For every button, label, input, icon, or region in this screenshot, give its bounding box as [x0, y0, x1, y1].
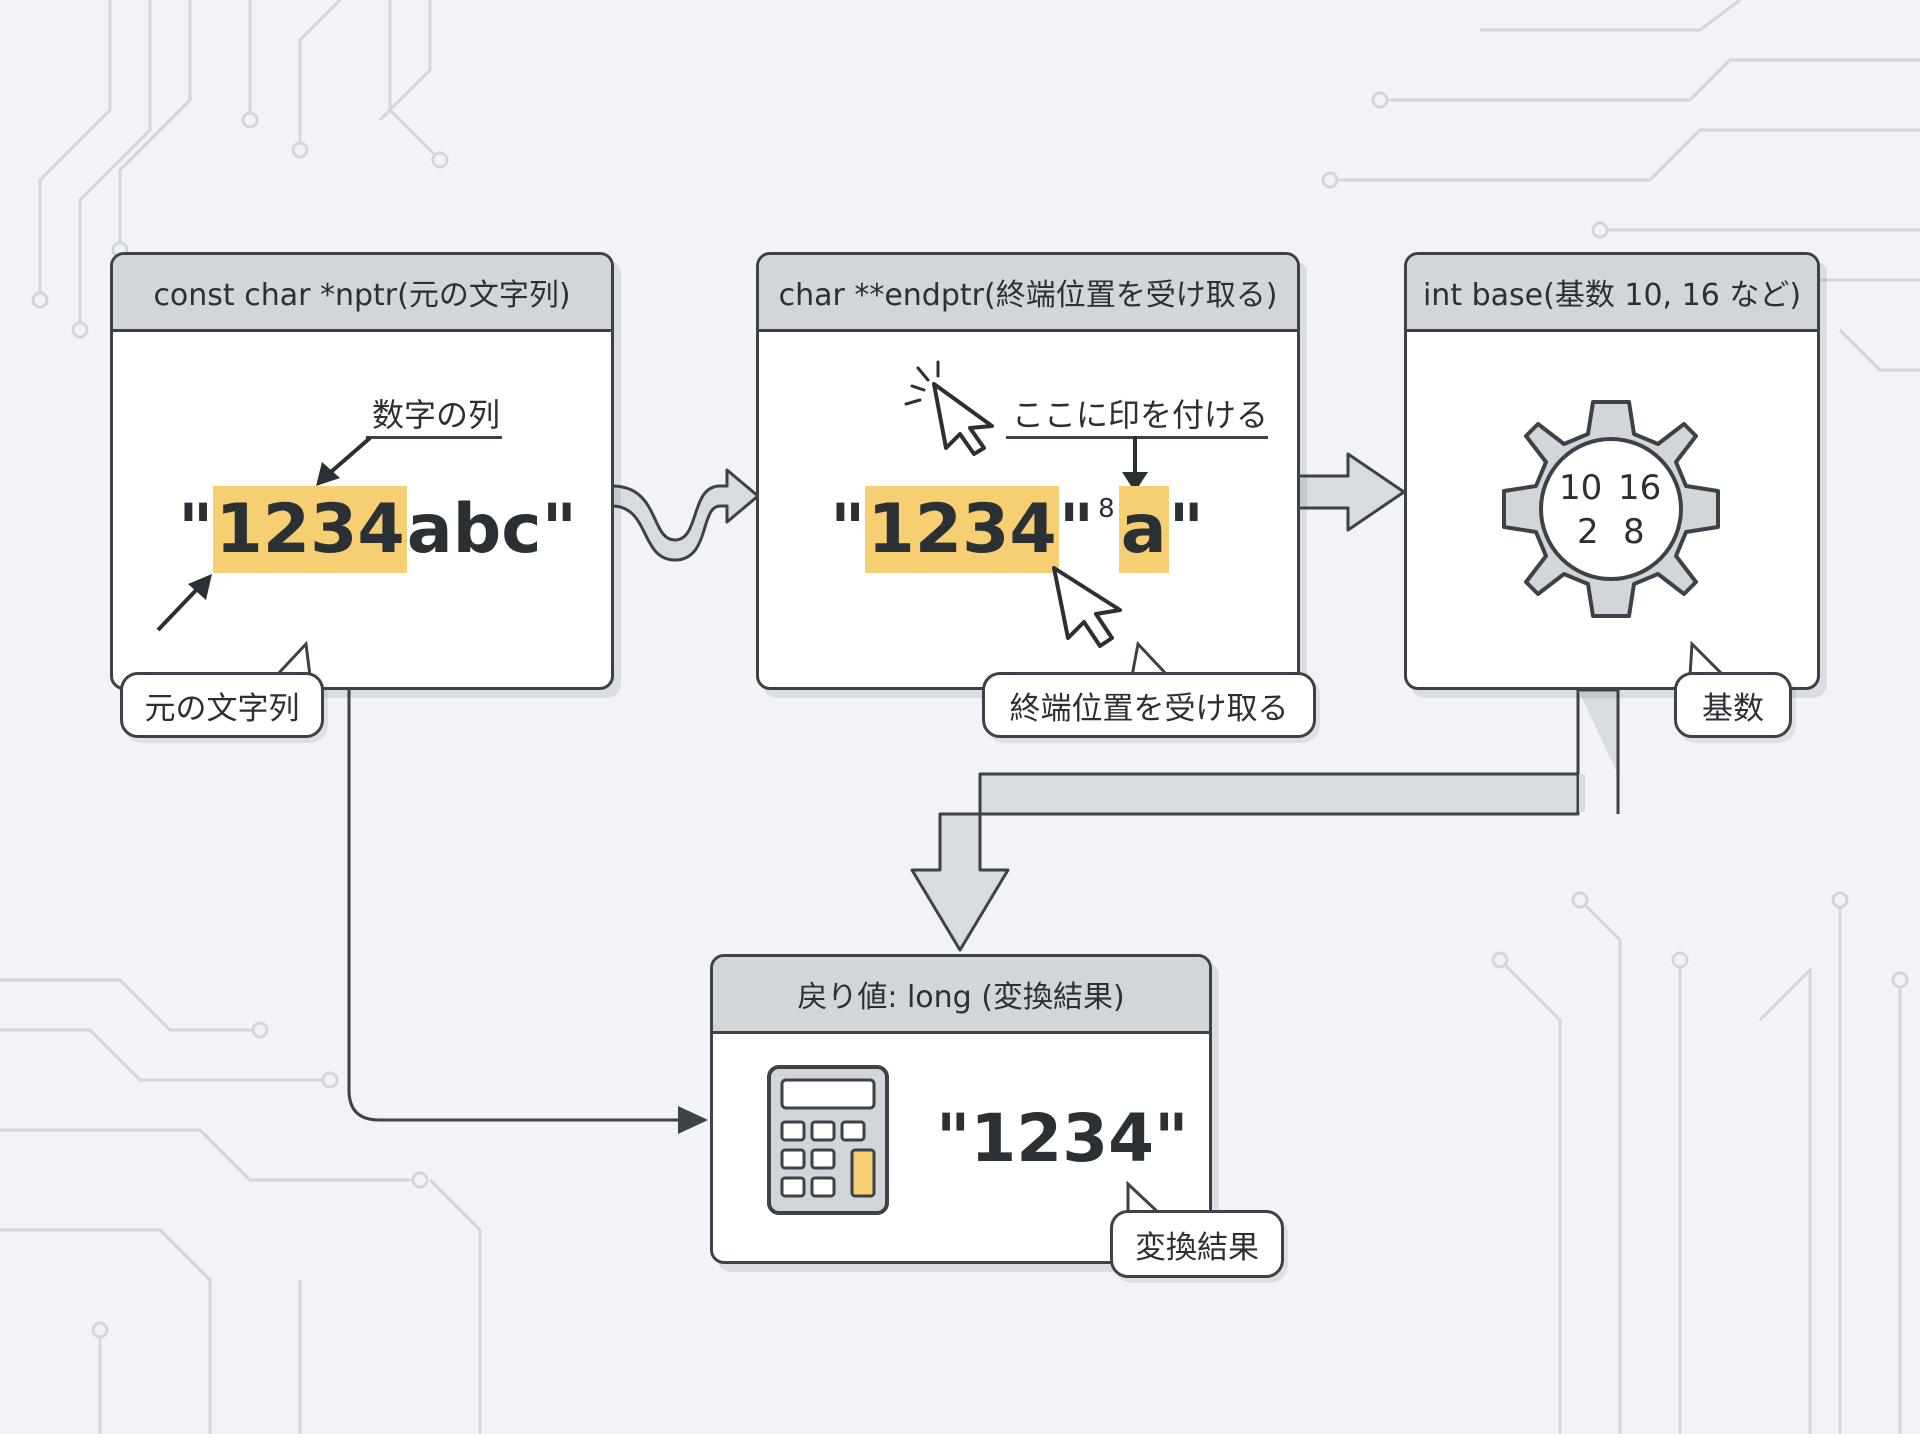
nptr-open-quote: " [178, 490, 214, 569]
nptr-to-result-line [347, 690, 680, 1122]
endptr-header: char **endptr(終端位置を受け取る) [759, 255, 1297, 332]
endptr-digits: 1234 [865, 486, 1059, 573]
arrow-icon [316, 436, 372, 486]
gear-value: 16 [1618, 468, 1662, 508]
wave-arrow [610, 468, 760, 562]
nptr-bubble: 元の文字列 [120, 672, 324, 738]
nptr-digits: 1234 [213, 486, 407, 573]
nptr-label: 数字の列 [372, 396, 501, 434]
endptr-bubble: 終端位置を受け取る [982, 672, 1316, 738]
endptr-open-quote: " [830, 490, 866, 569]
gear-icon [1502, 400, 1720, 618]
calculator-icon [767, 1065, 889, 1215]
endptr-label: ここに印を付ける [1012, 396, 1269, 434]
base-header: int base(基数 10, 16 など) [1407, 255, 1817, 332]
nptr-header: const char *nptr(元の文字列) [113, 255, 611, 332]
bubble-tail [1130, 640, 1170, 676]
bent-arrow [910, 688, 1580, 952]
gear-value: 10 [1559, 468, 1603, 508]
bubble-tail [274, 640, 312, 676]
bubble-tail [1688, 640, 1726, 676]
cursor-icon [904, 360, 994, 456]
arrow-icon [1122, 436, 1148, 492]
arrow-icon [156, 574, 212, 632]
endptr-close-quote: " [1168, 490, 1205, 569]
endptr-char: a [1118, 486, 1169, 573]
nptr-box: const char *nptr(元の文字列) [110, 252, 614, 690]
gear-value: 2 [1577, 512, 1599, 552]
result-value: "1234" [936, 1100, 1189, 1177]
endptr-mid-quote: " [1058, 490, 1095, 569]
endptr-string: "1234"8a" [830, 486, 1204, 573]
right-block-arrow [1296, 452, 1406, 532]
bubble-tail [1126, 1180, 1164, 1216]
nptr-string: "1234abc" [178, 486, 577, 573]
endptr-box: char **endptr(終端位置を受け取る) [756, 252, 1300, 690]
nptr-rest: abc" [406, 490, 578, 569]
base-bubble: 基数 [1674, 672, 1792, 738]
nptr-label-underline [366, 436, 502, 439]
cursor-icon [1052, 566, 1122, 648]
gear-value: 8 [1623, 512, 1645, 552]
endptr-small-mark: 8 [1098, 494, 1115, 524]
result-header: 戻り値: long (変換結果) [713, 957, 1209, 1034]
result-bubble: 変換結果 [1110, 1210, 1284, 1278]
